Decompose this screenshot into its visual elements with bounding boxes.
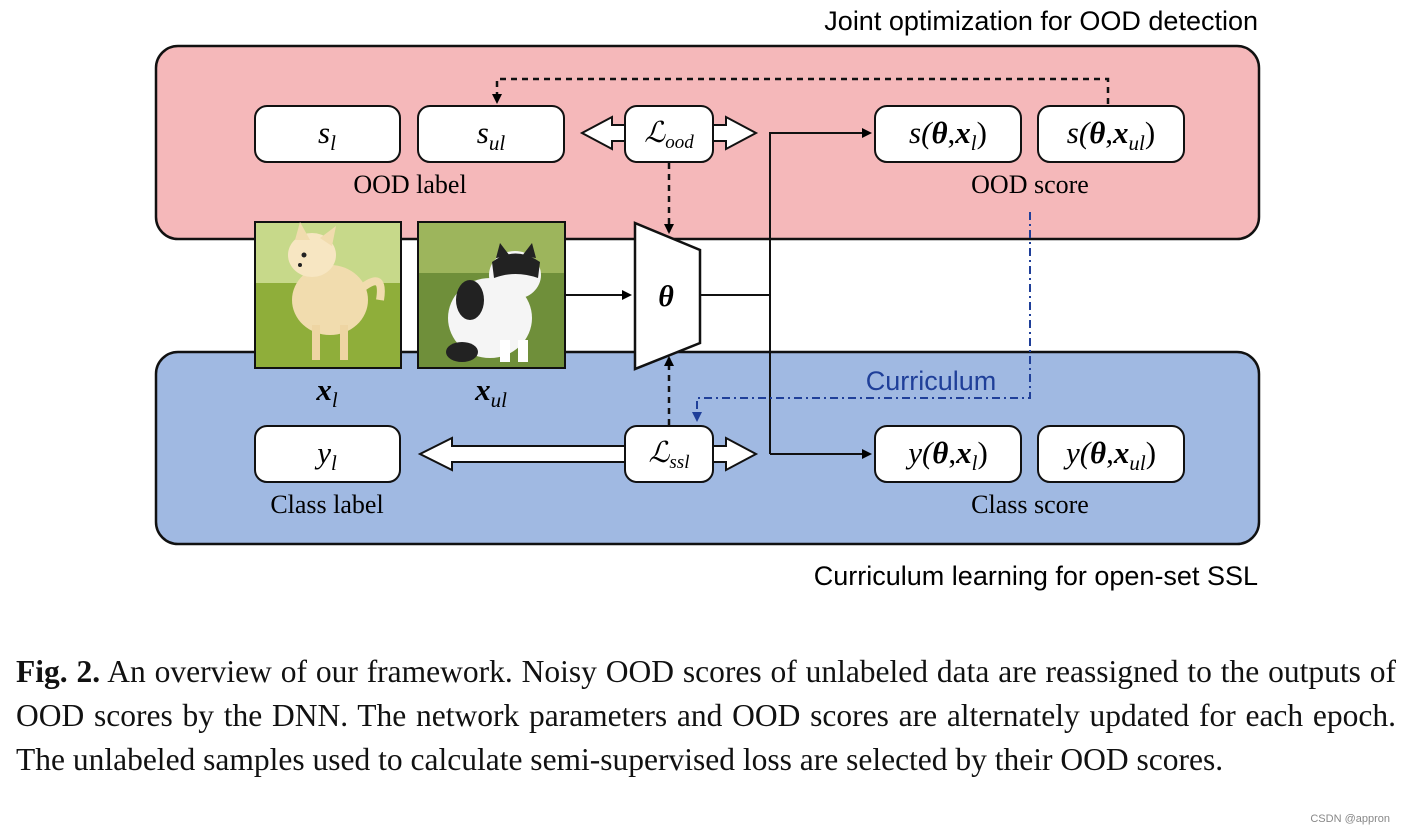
figure-caption: Fig. 2. An overview of our framework. No… [16, 650, 1396, 782]
caption-text: An overview of our framework. Noisy OOD … [16, 654, 1396, 777]
box-s-l [254, 105, 401, 163]
box-s-theta-xul [1037, 105, 1185, 163]
framework-diagram: sl sul ℒood s(θ,xl) s(θ,xul) OOD label O… [154, 44, 1261, 546]
svg-text:sul: sul [477, 115, 506, 155]
box-y-theta-xl [874, 425, 1022, 483]
ood-score-feedback-arrow [492, 77, 1110, 104]
image-unlabeled-cat [417, 221, 566, 369]
ood-score-caption: OOD score [971, 170, 1089, 199]
svg-text:sl: sl [318, 115, 336, 155]
top-panel-title: Joint optimization for OOD detection [824, 6, 1258, 36]
ood-label-caption: OOD label [353, 170, 466, 199]
watermark: CSDN @appron [1310, 813, 1390, 825]
network-theta [633, 221, 702, 371]
output-to-ood-score-arrow [769, 128, 872, 454]
box-s-theta-xl [874, 105, 1022, 163]
svg-text:y(θ,xl): y(θ,xl) [905, 435, 988, 475]
svg-text:s(θ,xul): s(θ,xul) [1067, 115, 1155, 155]
curriculum-arrow [692, 212, 1031, 422]
box-s-ul [417, 105, 565, 163]
caption-label: Fig. 2. [16, 654, 101, 689]
box-l-ood [624, 105, 714, 163]
class-label-caption: Class label [270, 490, 383, 519]
box-y-theta-xul [1037, 425, 1185, 483]
network-symbol: θ [658, 280, 674, 313]
svg-text:ℒood: ℒood [644, 117, 694, 153]
svg-text:yl: yl [314, 435, 337, 475]
svg-text:y(θ,xul): y(θ,xul) [1063, 435, 1156, 475]
class-score-caption: Class score [971, 490, 1089, 519]
svg-text:s(θ,xl): s(θ,xl) [909, 115, 987, 155]
image-xl-label: xl [315, 372, 338, 412]
curriculum-label: Curriculum [866, 366, 997, 396]
box-l-ssl [624, 425, 714, 483]
svg-text:ℒssl: ℒssl [649, 437, 690, 473]
bottom-panel-title: Curriculum learning for open-set SSL [813, 561, 1258, 591]
image-xul-label: xul [474, 372, 507, 412]
image-labeled-dog [254, 221, 402, 369]
box-y-l [254, 425, 401, 483]
